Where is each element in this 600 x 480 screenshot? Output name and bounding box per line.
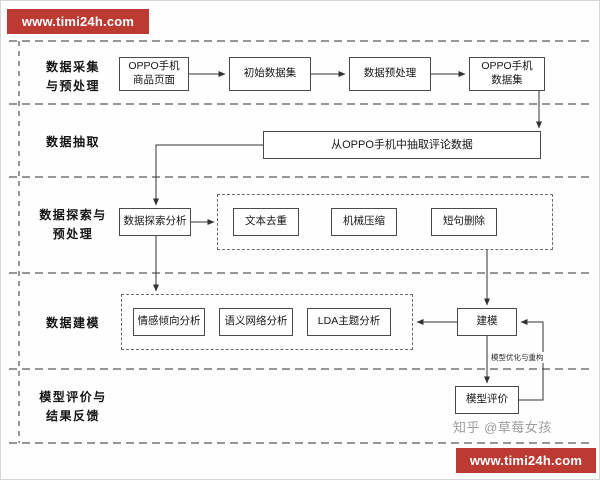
flow-arrows bbox=[153, 71, 544, 401]
lane-label-modeling: 数据建模 bbox=[45, 316, 100, 330]
node-oppo-dataset: OPPO手机 数据集 bbox=[469, 57, 545, 91]
analysis-group-box bbox=[121, 294, 413, 350]
banner-bottom-right: www.timi24h.com bbox=[456, 448, 596, 473]
lane-label-evaluation: 模型评价与 结果反馈 bbox=[39, 390, 107, 423]
node-data-preprocess: 数据预处理 bbox=[349, 57, 431, 91]
node-modeling: 建模 bbox=[457, 308, 517, 336]
label-model-optimize: 模型优化与重构 bbox=[490, 352, 545, 363]
lane-label-collection: 数据采集 与预处理 bbox=[45, 60, 100, 93]
node-model-evaluation: 模型评价 bbox=[455, 386, 519, 414]
lane-label-exploration: 数据探索与 预处理 bbox=[39, 208, 107, 241]
node-extract-comments: 从OPPO手机中抽取评论数据 bbox=[263, 131, 541, 159]
lane-label-extraction: 数据抽取 bbox=[45, 135, 100, 149]
watermark-zhihu: 知乎 @草莓女孩 bbox=[453, 420, 552, 435]
node-initial-dataset: 初始数据集 bbox=[229, 57, 311, 91]
node-mechanical-compress: 机械压缩 bbox=[331, 208, 397, 236]
cleaning-group-box bbox=[217, 194, 553, 250]
node-oppo-product-page: OPPO手机 商品页面 bbox=[119, 57, 189, 91]
banner-top-left: www.timi24h.com bbox=[7, 9, 149, 34]
node-sentiment-analysis: 情感倾向分析 bbox=[133, 308, 205, 336]
node-explore-analysis: 数据探索分析 bbox=[119, 208, 191, 236]
node-semantic-network: 语义网络分析 bbox=[219, 308, 293, 336]
node-short-sentence-delete: 短句删除 bbox=[431, 208, 497, 236]
lane-dividers bbox=[9, 40, 593, 444]
node-lda-topic: LDA主题分析 bbox=[307, 308, 391, 336]
node-text-dedupe: 文本去重 bbox=[233, 208, 299, 236]
